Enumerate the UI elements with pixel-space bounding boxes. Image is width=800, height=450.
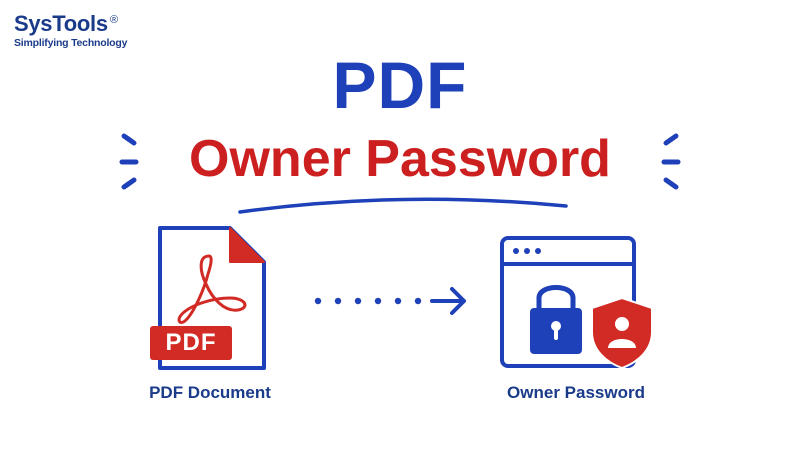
left-sparkle-icon bbox=[119, 133, 139, 190]
title-line-1: PDF bbox=[332, 48, 468, 122]
right-sparkle-icon bbox=[661, 133, 681, 190]
title-underline bbox=[238, 197, 568, 214]
registered-mark: ® bbox=[109, 14, 118, 26]
logo-name: SysTools ® bbox=[14, 11, 118, 36]
browser-lock-shield-icon bbox=[500, 236, 653, 370]
systools-logo: SysTools ® Simplifying Technology bbox=[14, 11, 128, 50]
logo-tagline: Simplifying Technology bbox=[14, 37, 128, 49]
pdf-document-caption: PDF Document bbox=[149, 383, 271, 402]
owner-password-caption: Owner Password bbox=[507, 383, 645, 402]
pdf-badge: PDF bbox=[150, 326, 232, 360]
dotted-arrow-icon bbox=[314, 287, 466, 315]
title-line-2: Owner Password bbox=[189, 130, 611, 188]
logo-name-text: SysTools bbox=[14, 11, 108, 36]
